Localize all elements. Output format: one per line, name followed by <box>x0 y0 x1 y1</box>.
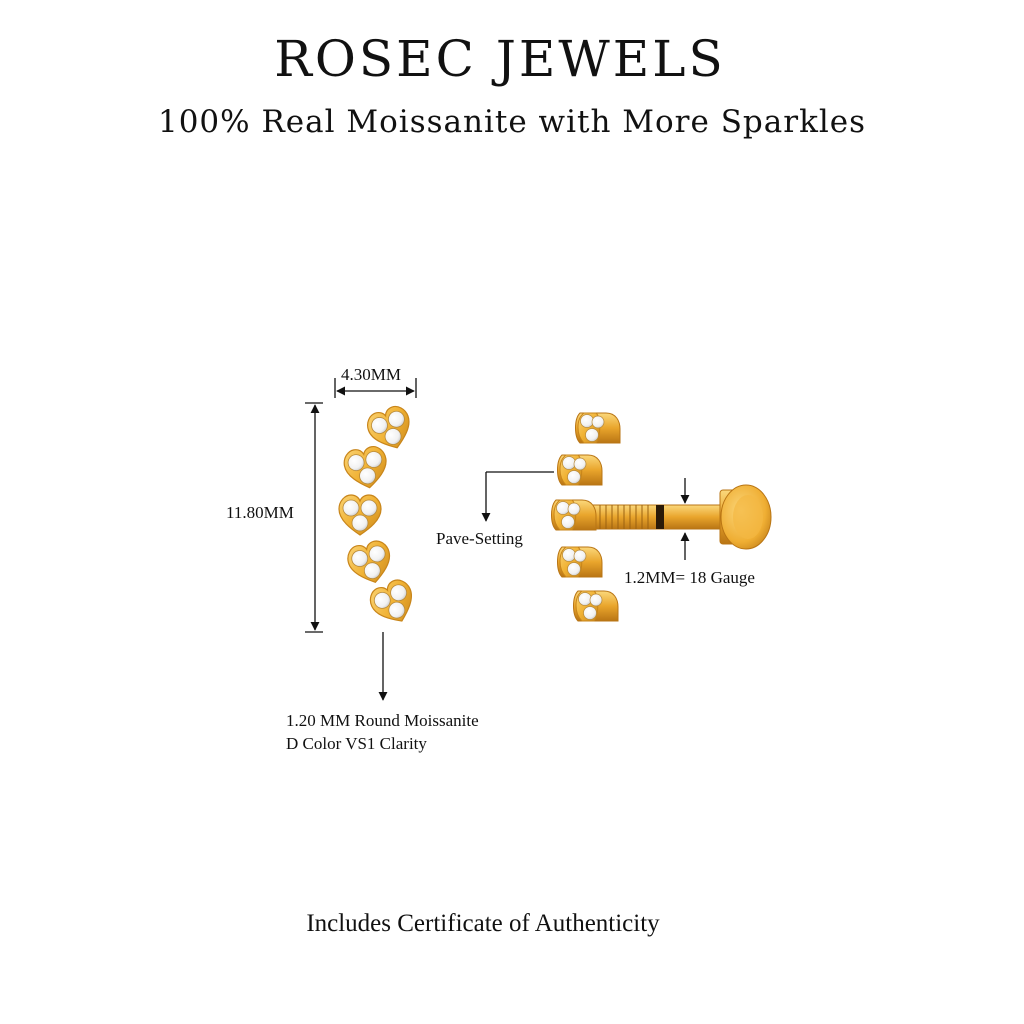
pave-callout <box>481 471 554 522</box>
length-label: 11.80MM <box>226 503 294 522</box>
pave-setting-label: Pave-Setting <box>436 529 523 548</box>
side-heart-3 <box>551 499 597 531</box>
certificate-note: Includes Certificate of Authenticity <box>306 910 660 937</box>
stone-spec-line1: 1.20 MM Round Moissanite <box>286 711 479 730</box>
heart-5 <box>365 575 422 631</box>
brand-title: ROSEC JEWELS <box>274 30 726 88</box>
width-label: 4.30MM <box>341 365 401 384</box>
gauge-label: 1.2MM= 18 Gauge <box>624 568 755 587</box>
side-heart-5 <box>573 590 619 622</box>
stone-spec-line2: D Color VS1 Clarity <box>286 734 427 753</box>
side-heart-2 <box>557 454 603 486</box>
length-dimension <box>305 402 323 633</box>
side-heart-1 <box>575 412 621 444</box>
side-heart-4 <box>557 546 603 578</box>
width-dimension <box>334 378 417 398</box>
heart-2 <box>341 444 391 492</box>
tagline: 100% Real Moissanite with More Sparkles <box>157 104 867 140</box>
heart-3 <box>338 494 382 536</box>
front-view <box>338 402 422 631</box>
heart-4 <box>344 537 397 589</box>
side-view <box>551 412 772 622</box>
